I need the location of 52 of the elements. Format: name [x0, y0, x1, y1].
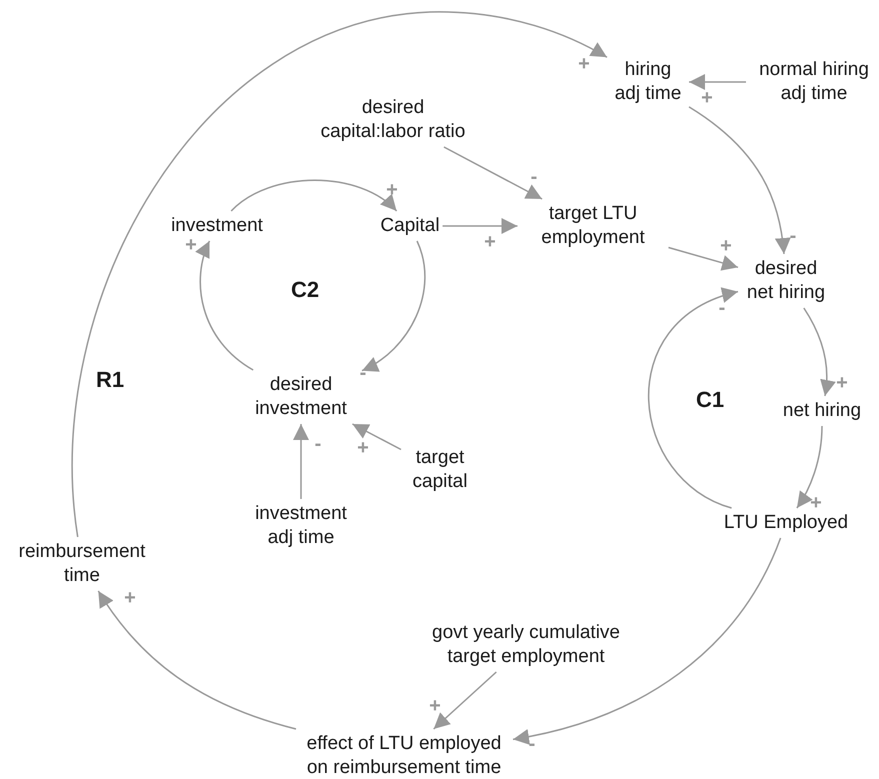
arrow: [196, 240, 254, 371]
variable-label: LTU Employed: [724, 511, 848, 535]
loop-label: R1: [96, 368, 124, 392]
polarity-sign: +: [357, 438, 369, 458]
variable-label: desired investment: [254, 373, 348, 421]
variable-label: investment: [171, 214, 263, 238]
arrow: [230, 180, 398, 212]
variable-label: net hiring: [782, 399, 862, 423]
variable-label: effect of LTU employed on reimbursement time: [306, 732, 502, 779]
arrow: [648, 289, 738, 509]
variable-label: govt yearly cumulative target employment: [431, 621, 621, 669]
loop-label: C1: [696, 388, 724, 412]
arrow: [668, 246, 738, 271]
loop-label: C2: [290, 278, 320, 302]
polarity-sign: -: [360, 363, 366, 383]
polarity-sign: +: [124, 588, 136, 608]
arrow: [444, 146, 542, 200]
polarity-sign: -: [314, 434, 322, 454]
arrow: [689, 74, 746, 90]
arrow: [72, 11, 608, 538]
polarity-sign: -: [790, 226, 796, 246]
arrow: [512, 538, 782, 744]
arrow: [98, 590, 296, 730]
polarity-sign: +: [701, 88, 713, 108]
polarity-sign: -: [718, 298, 726, 318]
variable-label: normal hiring adj time: [758, 58, 870, 106]
arrow: [293, 424, 309, 499]
variable-label: target capital: [412, 446, 468, 494]
variable-label: investment adj time: [254, 502, 348, 550]
polarity-sign: +: [185, 235, 197, 255]
arrow: [688, 106, 790, 254]
variable-label: desired capital:labor ratio: [320, 96, 466, 144]
polarity-sign: +: [484, 232, 496, 252]
variable-label: hiring adj time: [614, 58, 682, 106]
arrow: [442, 218, 518, 234]
arrow: [433, 671, 497, 730]
arrow: [352, 423, 402, 450]
arrow: [362, 240, 426, 372]
variable-label: Capital: [380, 214, 440, 238]
arrow: [796, 426, 823, 508]
polarity-sign: +: [578, 54, 590, 74]
polarity-sign: +: [836, 373, 848, 393]
polarity-sign: +: [720, 236, 732, 256]
arrow: [803, 308, 836, 396]
variable-label: reimbursement time: [18, 540, 146, 588]
polarity-sign: +: [810, 493, 822, 513]
polarity-sign: +: [386, 180, 398, 200]
polarity-sign: -: [528, 734, 536, 754]
variable-label: desired net hiring: [746, 257, 826, 305]
polarity-sign: -: [530, 167, 538, 187]
polarity-sign: +: [429, 696, 441, 716]
variable-label: target LTU employment: [540, 202, 646, 250]
